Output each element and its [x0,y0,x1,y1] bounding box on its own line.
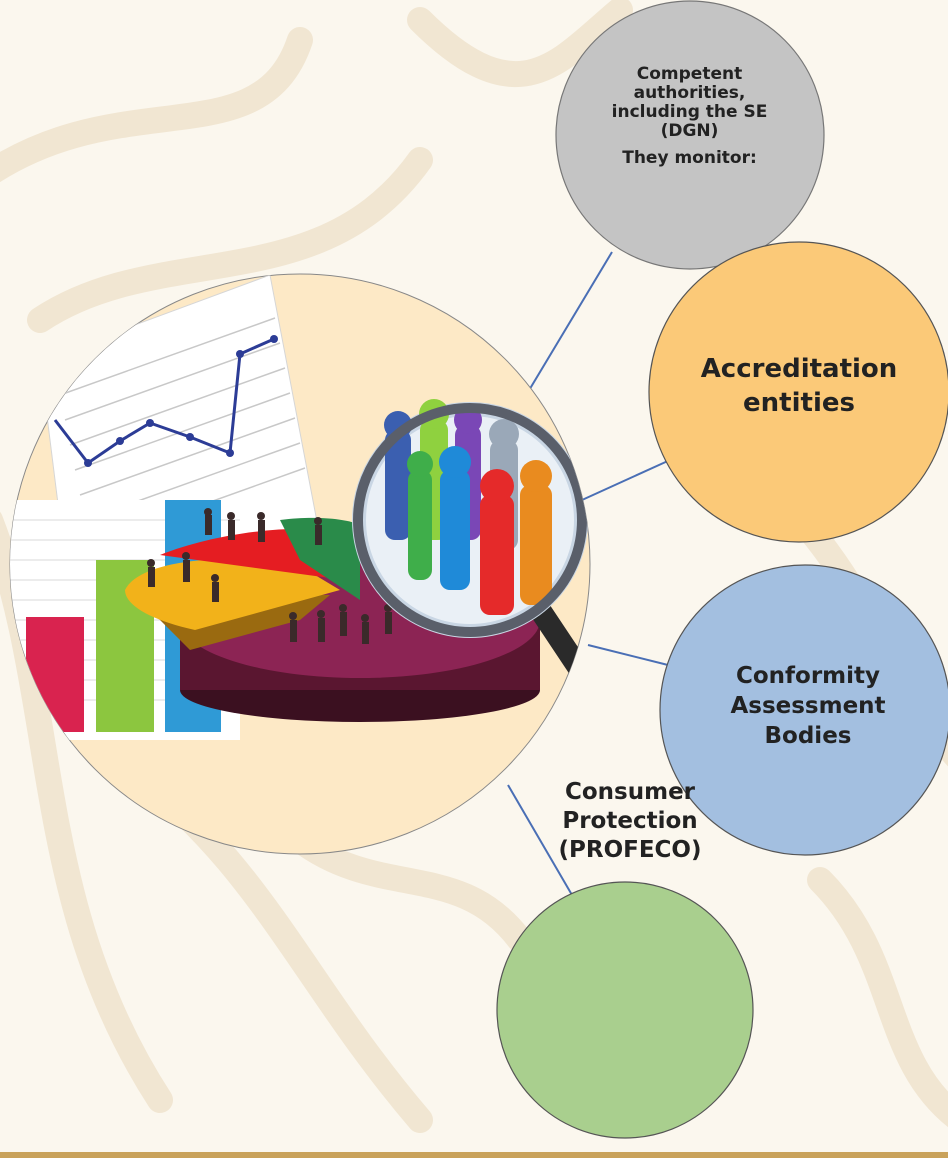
bottom-accent-bar [0,1152,948,1158]
node-accreditation-circle [648,241,948,543]
hub-image [9,273,591,855]
line-graph-icon [53,337,275,466]
node-conformity-label: Conformity Assessment Bodies [730,663,886,749]
connector-authorities [527,251,613,393]
connector-lines [507,251,673,896]
node-conformity-circle [659,564,948,856]
node-accreditation-label: Accreditation entities [700,354,898,418]
connector-consumer [507,784,573,896]
people-silhouettes-icon [147,508,392,644]
node-authorities-subtitle: They monitor: [622,148,757,168]
node-consumer-label: Consumer Protection (PROFECO) [558,779,702,863]
connector-conformity [587,644,673,667]
connector-accreditation [581,459,671,501]
node-consumer-circle [496,881,754,1139]
node-authorities-circle [555,0,825,270]
node-authorities-title: Competent authorities, including the SE … [611,64,768,141]
pie-chart-icon [125,517,540,722]
magnifier-icon [352,399,590,711]
node-authorities: Competent authorities, including the SE … [592,65,787,168]
